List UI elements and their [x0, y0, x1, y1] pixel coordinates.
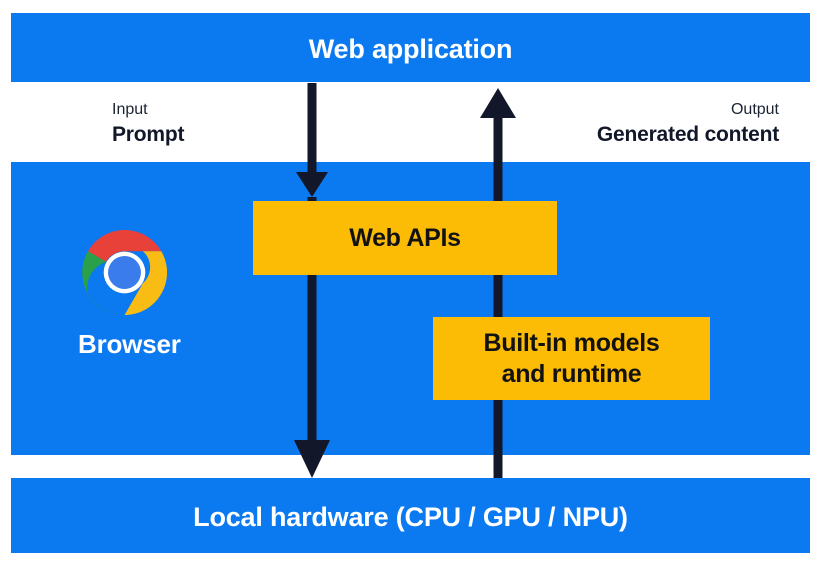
box-builtin-models[interactable]: Built-in models and runtime: [433, 317, 710, 400]
band-web-application-title: Web application: [308, 34, 513, 64]
box-builtin-models-line1: Built-in models: [483, 329, 660, 357]
band-web-application: Web application: [11, 13, 810, 82]
browser-label: Browser: [78, 329, 181, 359]
output-value-label: Generated content: [596, 123, 779, 146]
output-kind-label: Output: [730, 101, 779, 118]
box-web-apis-label: Web APIs: [349, 223, 461, 252]
input-kind-label: Input: [112, 101, 148, 118]
band-local-hardware: Local hardware (CPU / GPU / NPU): [11, 478, 810, 553]
output-label-group: Output Generated content: [597, 100, 779, 148]
input-value-label: Prompt: [112, 123, 185, 146]
input-label-group: Input Prompt: [112, 100, 185, 148]
box-builtin-models-label: Built-in models and runtime: [483, 328, 659, 389]
chrome-logo-icon: [78, 226, 171, 319]
box-builtin-models-line2: and runtime: [501, 359, 642, 388]
box-web-apis[interactable]: Web APIs: [253, 201, 557, 275]
band-local-hardware-title: Local hardware (CPU / GPU / NPU): [193, 502, 628, 532]
browser-group: Browser: [78, 226, 181, 360]
